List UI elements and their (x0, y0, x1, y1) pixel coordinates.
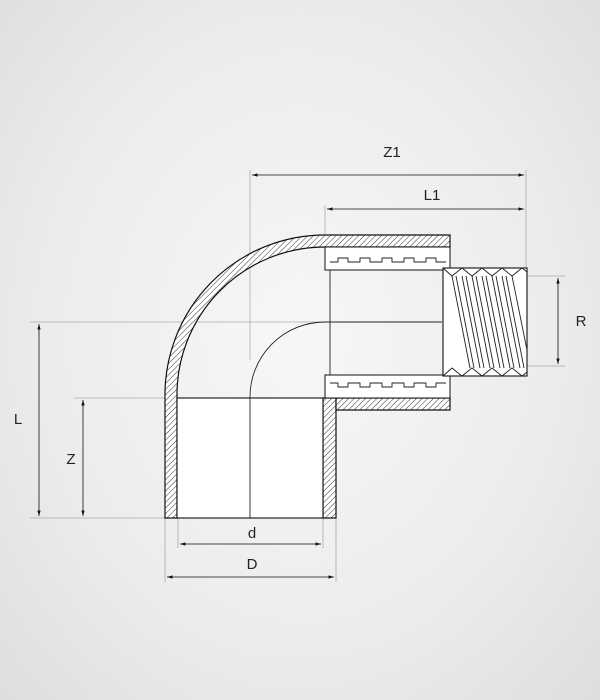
l1-label: L1 (424, 187, 441, 204)
d-inner-label: d (248, 525, 256, 542)
z-label: Z (66, 451, 75, 468)
z1-label: Z1 (383, 144, 401, 161)
elbow-lower-wall (335, 397, 451, 411)
r-label: R (576, 313, 587, 330)
socket-inner-wall (322, 397, 337, 519)
dimension-lines (37, 173, 560, 579)
elbow-inner-curve (249, 321, 326, 399)
elbow-outer-wall (164, 234, 451, 519)
d-outer-label: D (247, 556, 258, 573)
metal-insert (324, 246, 451, 399)
l-label: L (14, 411, 22, 428)
male-thread (442, 267, 528, 377)
